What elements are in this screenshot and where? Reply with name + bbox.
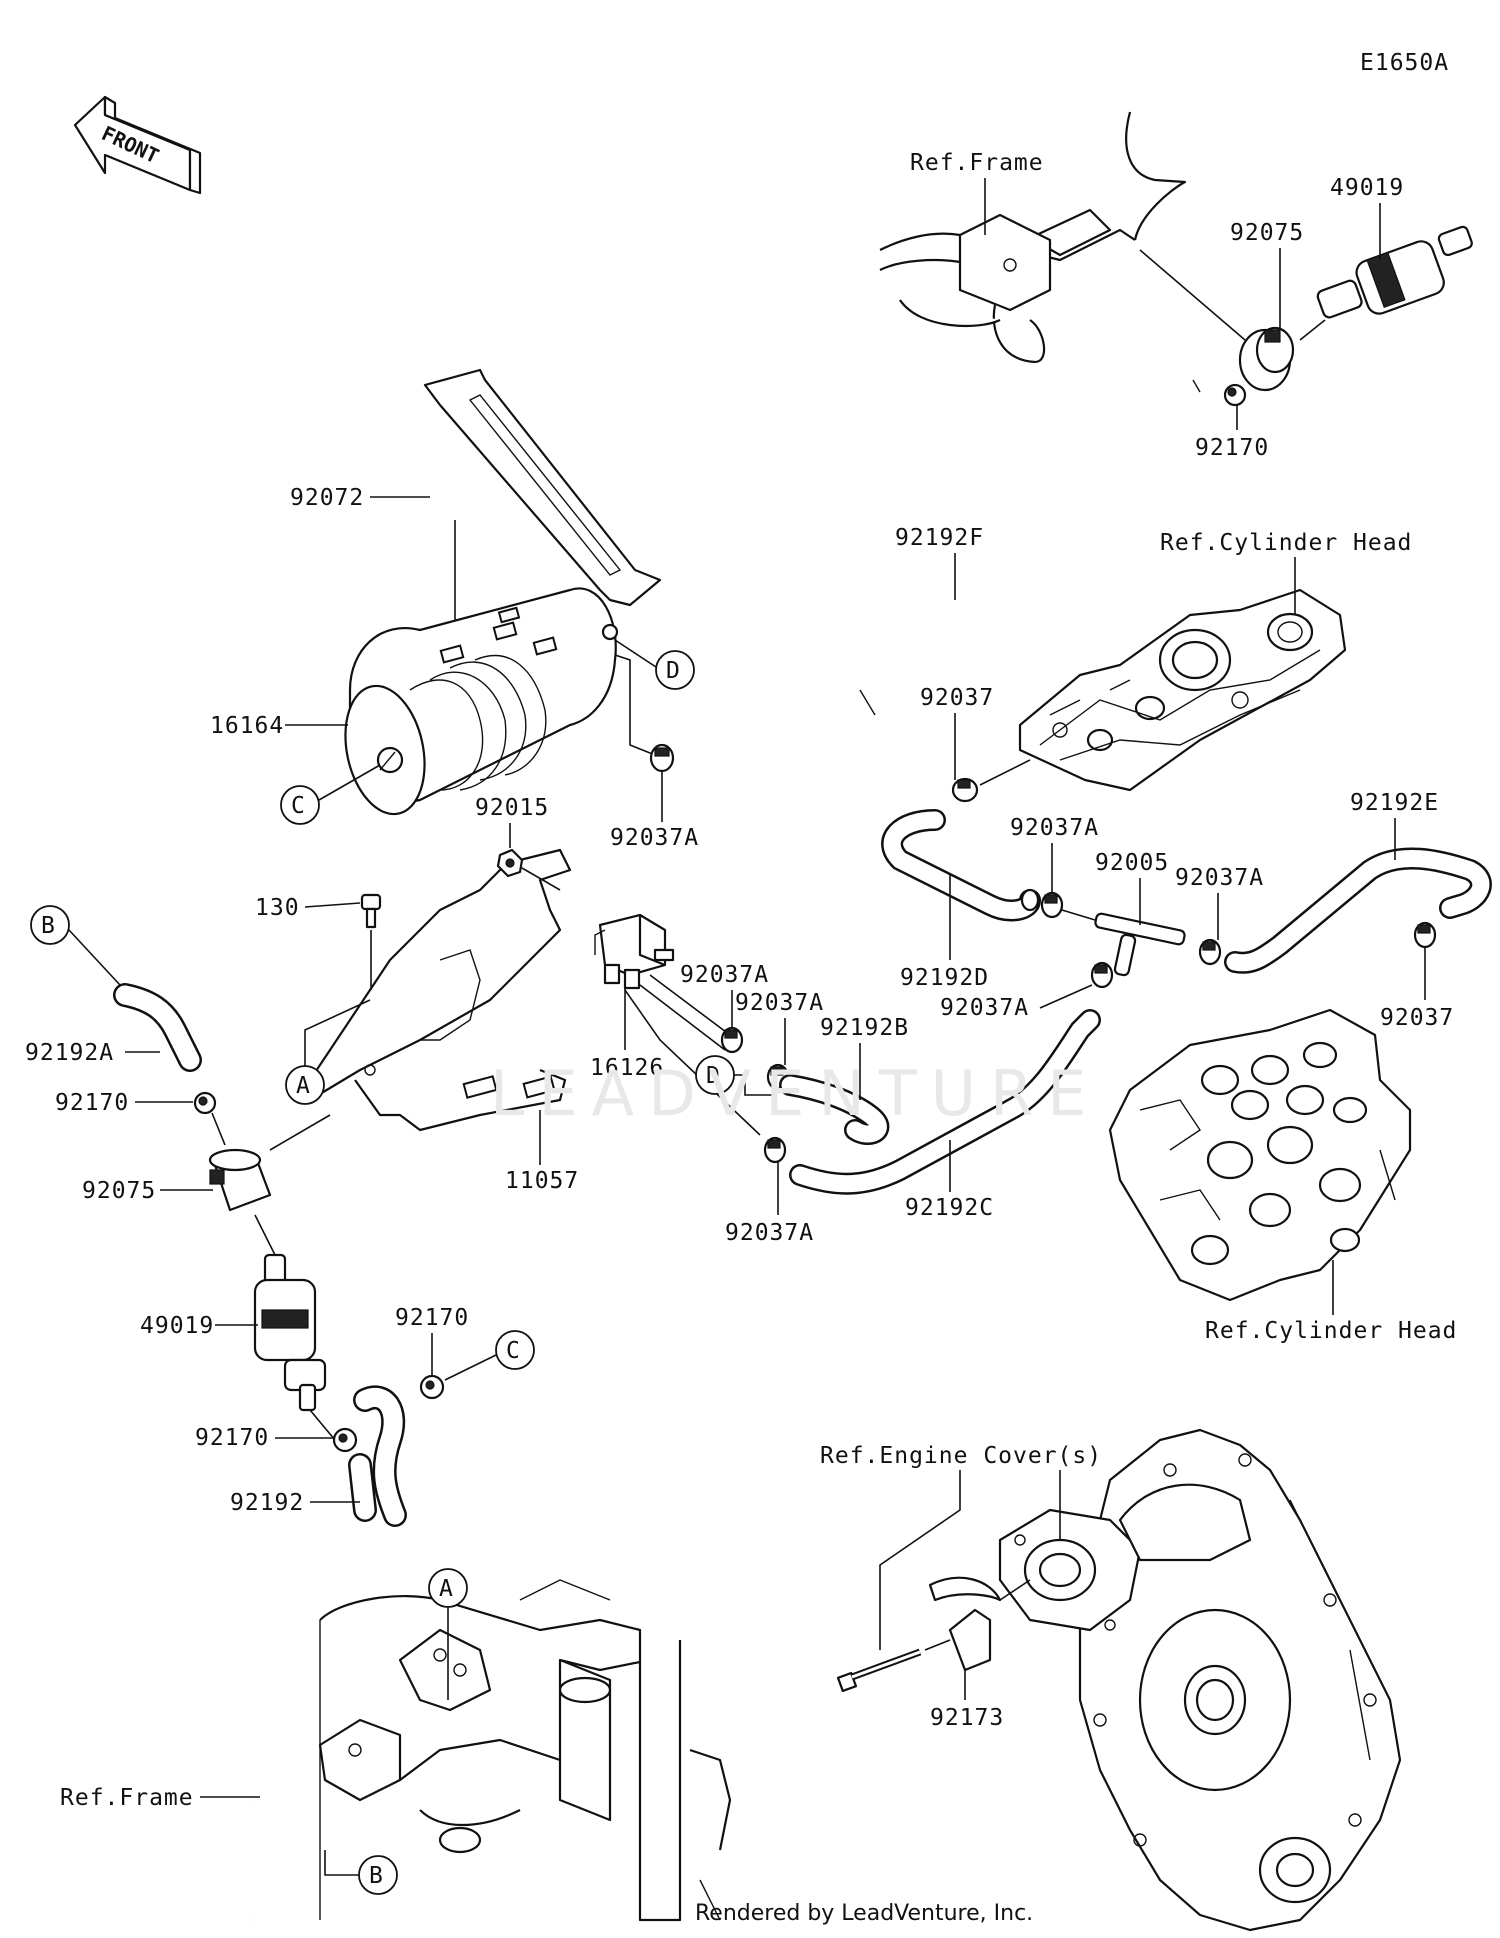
front-arrow-icon: FRONT <box>73 95 202 195</box>
bracket-11057 <box>308 848 572 1132</box>
svg-text:D: D <box>666 658 681 684</box>
engine-cover <box>998 1428 1402 1932</box>
marker-C1: C <box>280 785 320 825</box>
label-92072: 92072 <box>290 485 364 511</box>
marker-D2: D <box>695 1055 735 1095</box>
label-11057: 11057 <box>505 1168 579 1194</box>
label-92015: 92015 <box>475 795 549 821</box>
joint-92005 <box>1094 912 1186 977</box>
watermark: LEADVENTURE <box>490 1057 1100 1130</box>
marker-C2: C <box>495 1330 535 1370</box>
label-92192A: 92192A <box>25 1040 114 1066</box>
ref-frame-top: Ref.Frame <box>910 150 1044 176</box>
marker-D1: D <box>655 650 695 690</box>
canister-16164 <box>344 587 619 816</box>
label-92192F: 92192F <box>895 525 984 551</box>
svg-text:C: C <box>506 1338 521 1364</box>
bracket-92072 <box>423 368 662 607</box>
clip-92037-1 <box>951 777 979 803</box>
clamp-92075-top <box>1238 326 1295 392</box>
nut-92015 <box>496 848 524 878</box>
marker-B1: B <box>30 905 70 945</box>
label-92192D: 92192D <box>900 965 989 991</box>
marker-A2: A <box>428 1568 468 1608</box>
label-49019-lower: 49019 <box>140 1313 214 1339</box>
label-92037-2: 92037 <box>1380 1005 1454 1031</box>
label-92005: 92005 <box>1095 850 1169 876</box>
label-92192E: 92192E <box>1350 790 1439 816</box>
label-92037A-1: 92037A <box>610 825 699 851</box>
solenoid-valve-16126 <box>594 913 675 990</box>
label-92037A-5: 92037A <box>1175 865 1264 891</box>
bolt-130 <box>360 893 382 929</box>
label-92170-2: 92170 <box>55 1090 129 1116</box>
marker-A1: A <box>285 1065 325 1105</box>
clip-92170-4 <box>332 1427 358 1453</box>
frame-bottom-assembly <box>228 1579 732 1924</box>
cylinder-head-top <box>1018 588 1347 792</box>
label-92037A-3: 92037A <box>735 990 824 1016</box>
label-92037A-7: 92037A <box>725 1220 814 1246</box>
clip-92170-2 <box>193 1091 217 1115</box>
ref-engine-cover: Ref.Engine Cover(s) <box>820 1443 1102 1469</box>
label-92170-4: 92170 <box>195 1425 269 1451</box>
label-49019-top: 49019 <box>1330 175 1404 201</box>
label-92075-2: 92075 <box>82 1178 156 1204</box>
ref-frame-bottom: Ref.Frame <box>60 1785 194 1811</box>
marker-B2: B <box>358 1855 398 1895</box>
clip-92037A-2 <box>720 1026 744 1054</box>
label-92192B: 92192B <box>820 1015 909 1041</box>
label-92037A-4: 92037A <box>1010 815 1099 841</box>
clip-92037A-4 <box>1040 891 1064 919</box>
svg-text:C: C <box>291 793 306 819</box>
label-92075-top: 92075 <box>1230 220 1304 246</box>
svg-text:D: D <box>706 1063 721 1089</box>
label-92037A-6: 92037A <box>940 995 1029 1021</box>
clip-92037A-1 <box>649 743 675 773</box>
label-92170-top: 92170 <box>1195 435 1269 461</box>
fuel-filter-49019-top <box>1316 225 1473 319</box>
frame-top-assembly <box>879 111 1187 364</box>
credit: Rendered by LeadVenture, Inc. <box>695 1901 1033 1926</box>
label-92173: 92173 <box>930 1705 1004 1731</box>
clip-92037A-5 <box>1198 938 1222 966</box>
svg-text:B: B <box>369 1863 384 1889</box>
label-16164: 16164 <box>210 713 284 739</box>
clamp-92075-2 <box>208 1148 272 1212</box>
bolt-92173 <box>836 1648 922 1693</box>
clip-92170-3 <box>419 1374 445 1400</box>
label-92037-1: 92037 <box>920 685 994 711</box>
label-92192: 92192 <box>230 1490 304 1516</box>
clip-92170-top <box>1223 383 1247 407</box>
label-92192C: 92192C <box>905 1195 994 1221</box>
label-16126: 16126 <box>590 1055 664 1081</box>
diagram-code: E1650A <box>1360 50 1449 76</box>
bracket-92173 <box>928 1576 1002 1672</box>
svg-text:A: A <box>439 1576 454 1602</box>
clip-92037A-6 <box>1090 961 1114 989</box>
label-92170-3: 92170 <box>395 1305 469 1331</box>
ref-cylinder-head-bottom: Ref.Cylinder Head <box>1205 1318 1457 1344</box>
clip-92037-2 <box>1413 921 1437 949</box>
label-92037A-2: 92037A <box>680 962 769 988</box>
ref-cylinder-head-top: Ref.Cylinder Head <box>1160 530 1412 556</box>
clip-92037A-7 <box>763 1136 787 1164</box>
svg-text:A: A <box>296 1073 311 1099</box>
cylinder-head-right <box>1108 1008 1412 1302</box>
fuel-filter-49019-lower <box>253 1253 327 1412</box>
label-130: 130 <box>255 895 300 921</box>
svg-text:B: B <box>41 913 56 939</box>
